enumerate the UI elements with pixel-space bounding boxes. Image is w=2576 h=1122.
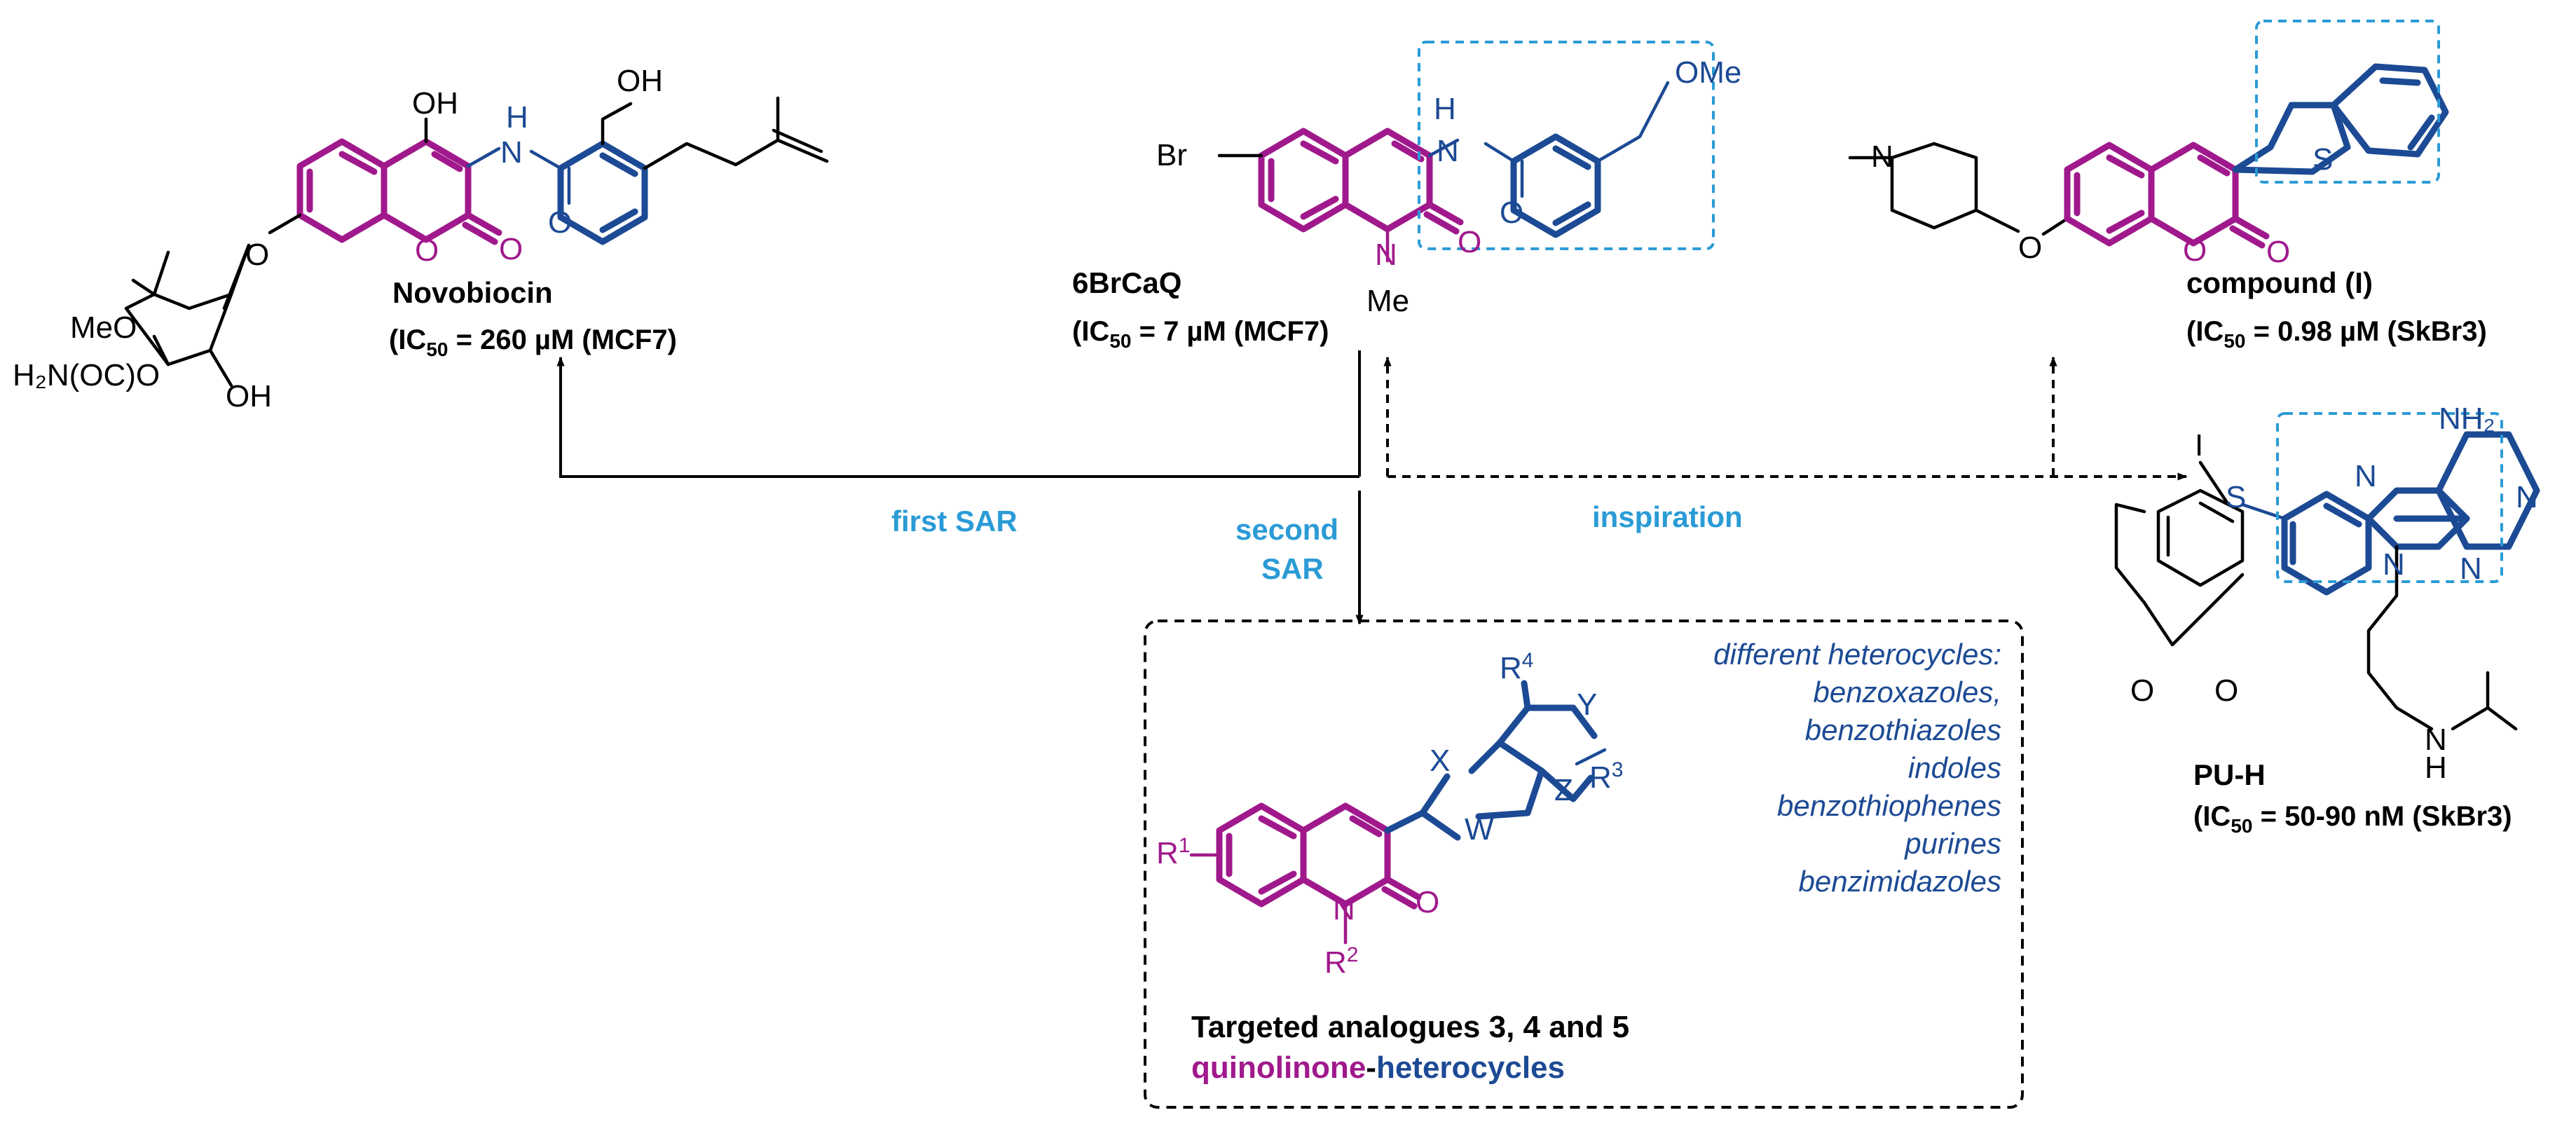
heterocycle-item: benzothiophenes — [1777, 789, 2001, 822]
target-w: W — [1465, 812, 1494, 847]
novobiocin-name: Novobiocin — [392, 276, 553, 309]
novobiocin-oh-phenol: OH — [617, 64, 663, 98]
puh-iodine: I — [2195, 428, 2203, 463]
brcaq-carbonyl-o: O — [1458, 225, 1481, 259]
puh-structure — [2114, 431, 2540, 731]
compound-i-carbonyl-o: O — [2266, 235, 2290, 269]
compound-i-ic50: (IC50 = 0.98 µM (SkBr3) — [2186, 316, 2487, 352]
novobiocin-amide-n: N — [500, 135, 523, 170]
heterocycle-list-title: different heterocycles: — [1713, 638, 2001, 671]
novobiocin-ic50: (IC50 = 260 µM (MCF7) — [389, 324, 677, 360]
novobiocin-carbonyl-o: O — [499, 232, 523, 266]
inspiration-arrow — [1383, 356, 2188, 481]
heterocycle-item: indoles — [1908, 751, 2001, 784]
novobiocin-sugar-oh: OH — [226, 379, 272, 413]
novobiocin-glycosidic-o: O — [245, 238, 269, 272]
brcaq-br: Br — [1156, 138, 1187, 172]
target-n: N — [1333, 892, 1355, 926]
compound-i-name: compound (I) — [2186, 266, 2373, 299]
second-sar-label-line2: SAR — [1261, 552, 1324, 585]
target-r4: R4 — [1500, 649, 1533, 685]
target-x: X — [1430, 744, 1450, 778]
compound-i-s: S — [2313, 142, 2333, 177]
puh-ic50: (IC50 = 50-90 nM (SkBr3) — [2193, 801, 2512, 837]
targeted-analogues-box — [1144, 620, 2024, 1109]
brcaq-ome: OMe — [1675, 55, 1741, 90]
puh-n3: N — [2460, 552, 2482, 586]
targeted-analogues-subtitle: quinolinone-heterocycles — [1191, 1051, 1565, 1085]
first-sar-arrow — [556, 350, 1361, 478]
puh-amine-h: H — [2425, 751, 2447, 785]
puh-sulfur: S — [2226, 480, 2246, 514]
heterocycle-list: different heterocycles: benzoxazoles, be… — [1713, 638, 2001, 898]
target-r2: R2 — [1324, 943, 1358, 980]
heterocycle-item: purines — [1903, 827, 2001, 860]
novobiocin-amide-o: O — [548, 205, 572, 240]
brcaq-structure — [1217, 81, 1670, 263]
puh-n1: N — [2355, 459, 2377, 493]
brcaq-ic50: (IC50 = 7 µM (MCF7) — [1072, 316, 1329, 352]
target-o: O — [1416, 885, 1439, 919]
brcaq-highlight-box — [1418, 41, 1715, 250]
target-z: Z — [1554, 773, 1573, 807]
target-r1: R1 — [1156, 834, 1190, 870]
novobiocin-nh-h: H — [506, 100, 528, 135]
heterocycle-item: benzoxazoles, — [1813, 676, 2001, 709]
novobiocin-oh-top: OH — [412, 86, 458, 121]
brcaq-name: 6BrCaQ — [1072, 266, 1181, 299]
puh-o1: O — [2130, 673, 2154, 708]
brcaq-ring-n: N — [1375, 238, 1397, 272]
heterocycle-item: benzothiazoles — [1805, 713, 2001, 746]
puh-highlight-box — [2276, 412, 2503, 583]
novobiocin-ring-o: O — [415, 233, 439, 268]
novobiocin-carbamate: H₂N(OC)O — [13, 358, 160, 392]
target-structure — [1189, 680, 1607, 945]
puh-n4: N — [2383, 547, 2405, 582]
brcaq-nh-h: H — [1434, 92, 1456, 126]
puh-amine-n: N — [2425, 723, 2447, 757]
puh-o2: O — [2214, 673, 2238, 708]
puh-nh2: NH₂ — [2439, 402, 2495, 436]
compound-i-ether-o: O — [2018, 231, 2042, 265]
novobiocin-meo: MeO — [70, 310, 137, 345]
brcaq-amide-n: N — [1437, 134, 1459, 168]
brcaq-methyl: Me — [1366, 284, 1409, 318]
second-sar-label-line1: second — [1235, 513, 1338, 546]
targeted-analogues-title: Targeted analogues 3, 4 and 5 — [1191, 1010, 1629, 1044]
inspiration-label: inspiration — [1592, 500, 1743, 533]
compound-i-n: N — [1871, 139, 1893, 174]
compound-i-highlight-box — [2255, 20, 2440, 184]
target-y: Y — [1577, 687, 1597, 722]
first-sar-label: first SAR — [891, 505, 1018, 538]
puh-n2: N — [2516, 480, 2538, 514]
heterocycle-item: benzimidazoles — [1799, 865, 2002, 898]
puh-name: PU-H — [2193, 758, 2266, 791]
target-r3: R3 — [1589, 758, 1623, 795]
compound-i-structure — [1848, 63, 2449, 249]
novobiocin-structure — [124, 96, 829, 388]
compound-i-ring-o: O — [2183, 233, 2207, 268]
brcaq-amide-o: O — [1500, 196, 1523, 230]
